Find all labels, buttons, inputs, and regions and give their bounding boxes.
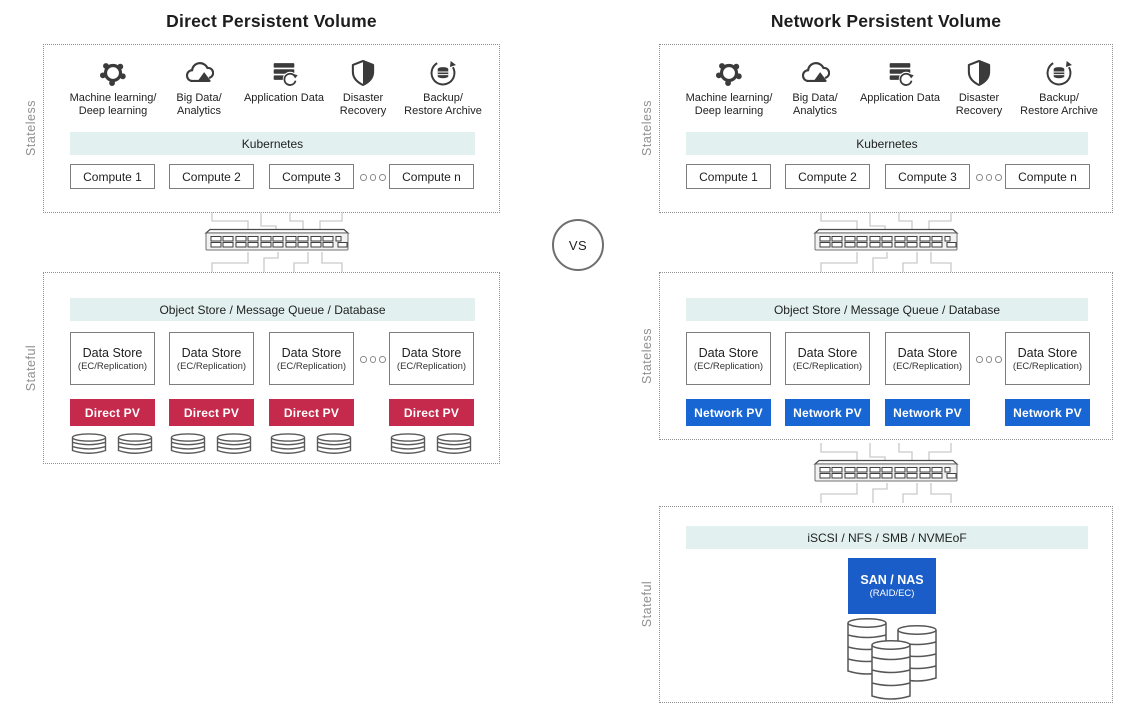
direct-pv-button: Direct PV [70,399,155,426]
app-label: Big Data/Analytics [176,92,222,117]
big-data-analytics-icon [800,58,830,88]
compute-node: Compute 1 [686,164,771,189]
app-item-application-data: Application Data [848,58,952,105]
san-nas-box: SAN / NAS (RAID/EC) [848,558,936,614]
network-pv-button: Network PV [785,399,870,426]
object-store-bar: Object Store / Message Queue / Database [686,298,1088,321]
network-pv-button: Network PV [885,399,970,426]
app-label: Big Data/Analytics [792,92,838,117]
object-store-bar: Object Store / Message Queue / Database [70,298,475,321]
right-stateless-storage-box: Object Store / Message Queue / Database … [659,272,1113,440]
data-store-box: Data Store (EC/Replication) [1005,332,1090,385]
disaster-recovery-icon [964,58,994,88]
machine-learning-icon [714,58,744,88]
stateful-label-left-bottom: Stateful [24,344,38,392]
direct-pv-button: Direct PV [169,399,254,426]
app-item-application-data: Application Data [232,58,336,105]
direct-pv-button: Direct PV [389,399,474,426]
compute-node: Compute 3 [885,164,970,189]
network-switch-icon [182,212,372,272]
app-label: Backup/Restore Archive [1020,92,1098,117]
right-stateful-box: iSCSI / NFS / SMB / NVMEoF SAN / NAS (RA… [659,506,1113,703]
stateless-label-right-top: Stateless [640,100,654,156]
local-disks-icon [170,432,254,456]
app-label: Machine learning/Deep learning [685,92,773,117]
right-panel-title: Network Persistent Volume [770,11,1002,31]
app-label: Backup/Restore Archive [404,92,482,117]
local-disks-icon [270,432,354,456]
machine-learning-icon [98,58,128,88]
application-data-icon [269,58,299,88]
more-nodes-icon [360,356,386,363]
application-data-icon [885,58,915,88]
compute-node: Compute 2 [785,164,870,189]
stateful-label-right-bottom: Stateful [640,580,654,628]
compute-node: Compute n [389,164,474,189]
app-item-backup-restore: Backup/Restore Archive [1007,58,1111,117]
compute-node: Compute 2 [169,164,254,189]
app-item-backup-restore: Backup/Restore Archive [391,58,495,117]
backup-restore-archive-icon [1044,58,1074,88]
network-switch-icon [791,212,981,272]
app-label: Application Data [243,92,325,104]
disk-array-icon [844,617,940,703]
stateless-label-right-middle: Stateless [640,328,654,384]
local-disks-icon [71,432,155,456]
more-nodes-icon [976,174,1002,181]
stateless-label-left-top: Stateless [24,100,38,156]
data-store-box: Data Store (EC/Replication) [269,332,354,385]
backup-restore-archive-icon [428,58,458,88]
app-item-big-data: Big Data/Analytics [147,58,251,117]
compute-node: Compute 3 [269,164,354,189]
data-store-box: Data Store (EC/Replication) [389,332,474,385]
local-disks-icon [390,432,474,456]
disaster-recovery-icon [348,58,378,88]
data-store-box: Data Store (EC/Replication) [686,332,771,385]
data-store-box: Data Store (EC/Replication) [885,332,970,385]
kubernetes-bar: Kubernetes [686,132,1088,155]
left-stateless-box: Machine learning/Deep learning Big Data/… [43,44,500,213]
app-item-machine-learning: Machine learning/Deep learning [677,58,781,117]
data-store-box: Data Store (EC/Replication) [169,332,254,385]
app-item-machine-learning: Machine learning/Deep learning [61,58,165,117]
more-nodes-icon [976,356,1002,363]
compute-node: Compute n [1005,164,1090,189]
vs-badge: VS [552,219,604,271]
data-store-box: Data Store (EC/Replication) [70,332,155,385]
app-item-big-data: Big Data/Analytics [763,58,867,117]
left-stateful-box: Object Store / Message Queue / Database … [43,272,500,464]
app-label: Machine learning/Deep learning [69,92,157,117]
protocol-bar: iSCSI / NFS / SMB / NVMEoF [686,526,1088,549]
direct-pv-button: Direct PV [269,399,354,426]
big-data-analytics-icon [184,58,214,88]
network-switch-icon [791,443,981,503]
kubernetes-bar: Kubernetes [70,132,475,155]
data-store-box: Data Store (EC/Replication) [785,332,870,385]
left-panel-title: Direct Persistent Volume [166,11,377,31]
network-pv-button: Network PV [1005,399,1090,426]
app-label: Application Data [859,92,941,104]
compute-node: Compute 1 [70,164,155,189]
right-stateless-box: Machine learning/Deep learning Big Data/… [659,44,1113,213]
more-nodes-icon [360,174,386,181]
network-pv-button: Network PV [686,399,771,426]
